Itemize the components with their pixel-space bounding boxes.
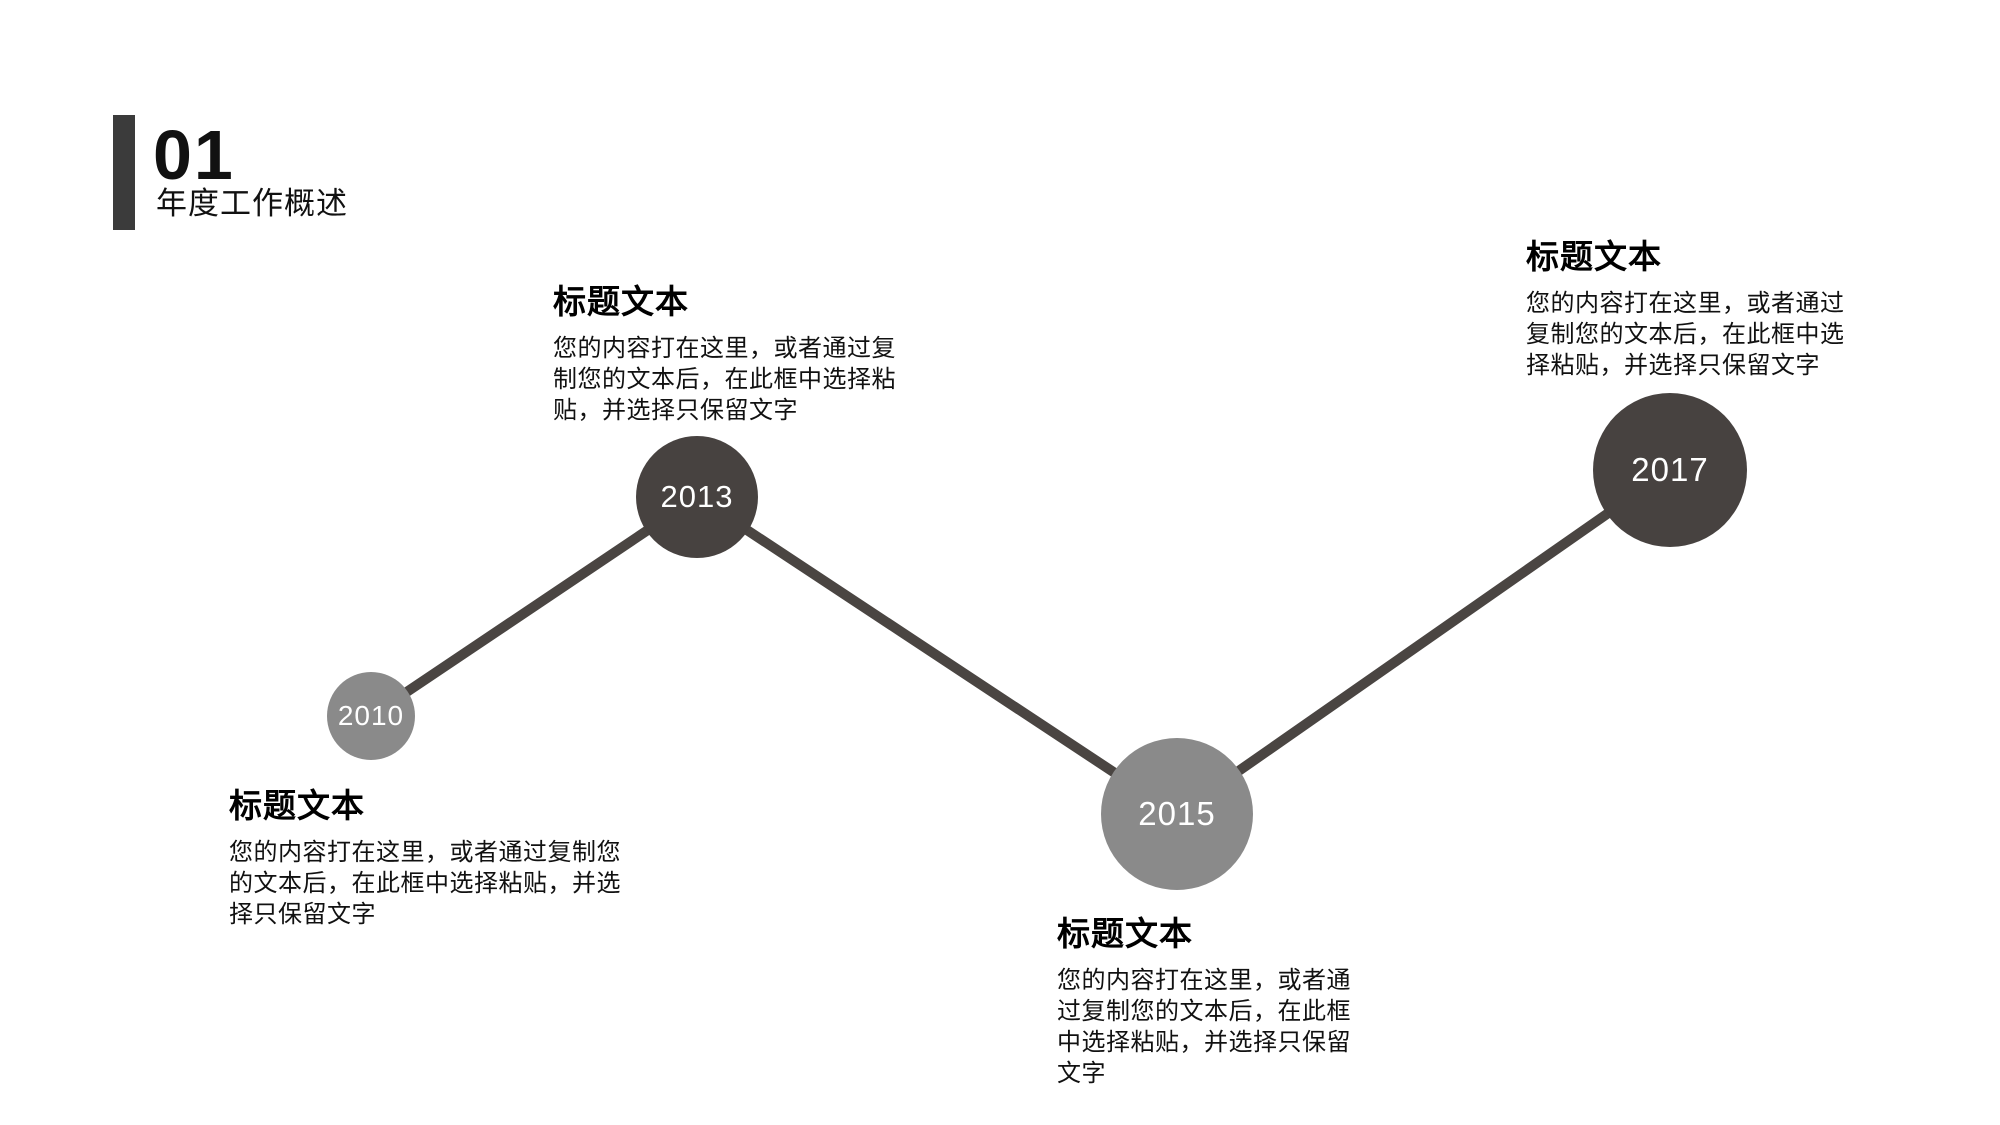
year-label-2010: 2010 [337,700,405,731]
section-number: 01 [153,116,235,194]
event-body-line: 择粘贴，并选择只保留文字 [1526,352,1820,379]
section-accent-bar [113,115,135,230]
event-title-2013: 标题文本 [553,283,689,320]
event-body-line: 您的内容打在这里，或者通过复 [553,335,896,362]
event-body-2013: 您的内容打在这里，或者通过复 制您的文本后，在此框中选择粘 贴，并选择只保留文字 [553,333,896,426]
event-title-2010: 标题文本 [229,787,365,824]
timeline-node-2013: 2013 [636,436,758,558]
event-body-line: 过复制您的文本后，在此框 [1057,998,1351,1025]
event-body-2015: 您的内容打在这里，或者通 过复制您的文本后，在此框 中选择粘贴，并选择只保留 文… [1057,965,1351,1089]
event-body-line: 贴，并选择只保留文字 [553,397,798,424]
event-body-line: 的文本后，在此框中选择粘贴，并选 [229,870,621,897]
event-body-line: 复制您的文本后，在此框中选 [1526,321,1845,348]
timeline-polyline [368,465,1673,821]
event-text-2015: 标题文本 您的内容打在这里，或者通 过复制您的文本后，在此框 中选择粘贴，并选择… [1057,916,1351,1089]
timeline-node-2015: 2015 [1101,738,1253,890]
timeline-node-2017: 2017 [1593,393,1747,547]
event-body-line: 制您的文本后，在此框中选择粘 [553,366,896,393]
event-body-2017: 您的内容打在这里，或者通过 复制您的文本后，在此框中选 择粘贴，并选择只保留文字 [1526,288,1845,381]
event-body-line: 您的内容打在这里，或者通 [1057,967,1351,994]
event-body-line: 您的内容打在这里，或者通过复制您 [229,839,621,866]
event-body-line: 文字 [1057,1060,1106,1087]
timeline-node-2010: 2010 [327,672,415,760]
event-body-line: 您的内容打在这里，或者通过 [1526,290,1845,317]
section-title: 年度工作概述 [156,186,348,221]
event-text-2017: 标题文本 您的内容打在这里，或者通过 复制您的文本后，在此框中选 择粘贴，并选择… [1526,239,1845,381]
event-text-2013: 标题文本 您的内容打在这里，或者通过复 制您的文本后，在此框中选择粘 贴，并选择… [553,284,896,426]
year-label-2017: 2017 [1631,451,1709,488]
year-label-2013: 2013 [660,479,734,514]
event-body-2010: 您的内容打在这里，或者通过复制您 的文本后，在此框中选择粘贴，并选 择只保留文字 [229,837,621,930]
event-title-2017: 标题文本 [1526,238,1662,275]
event-body-line: 择只保留文字 [229,901,376,928]
event-text-2010: 标题文本 您的内容打在这里，或者通过复制您 的文本后，在此框中选择粘贴，并选 择… [229,788,621,930]
event-title-2015: 标题文本 [1057,915,1193,952]
event-body-line: 中选择粘贴，并选择只保留 [1057,1029,1351,1056]
year-label-2015: 2015 [1138,795,1216,832]
